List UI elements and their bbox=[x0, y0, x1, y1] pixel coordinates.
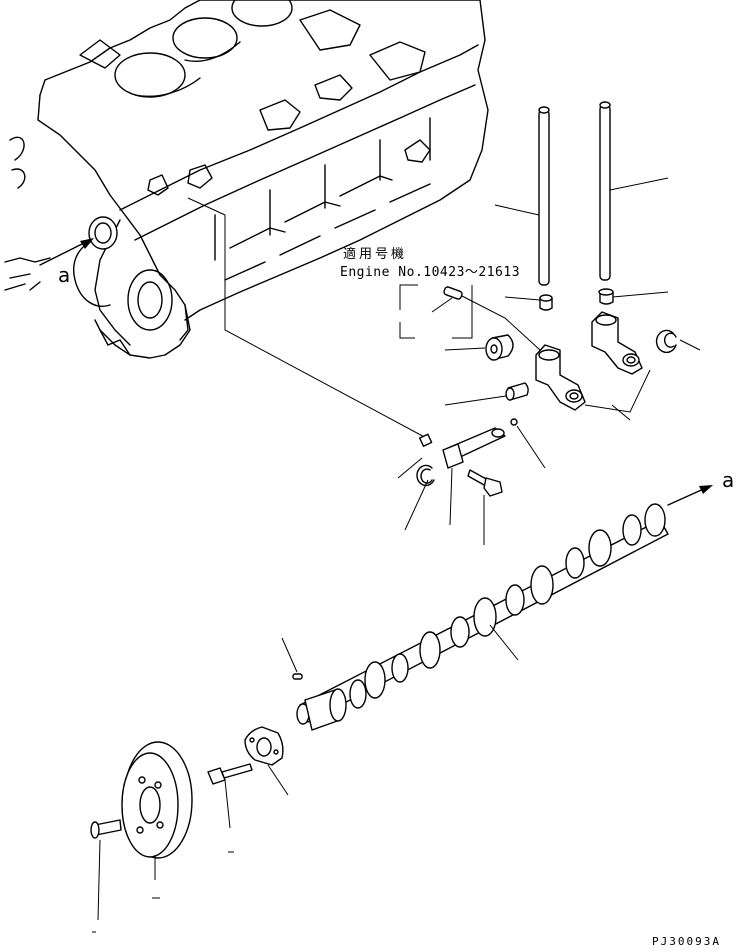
tappet-cap-left bbox=[504, 294, 553, 311]
key bbox=[281, 637, 303, 680]
circlip-left bbox=[397, 457, 435, 531]
view-marker-right: a bbox=[722, 468, 735, 492]
gear-bolt bbox=[90, 819, 122, 921]
rocker-arm-right bbox=[584, 311, 651, 421]
camshaft bbox=[296, 503, 669, 731]
rocker-arm-left bbox=[535, 344, 586, 411]
leader-block-to-pin bbox=[187, 197, 433, 447]
roller bbox=[444, 334, 514, 361]
push-rod-right bbox=[599, 101, 669, 281]
applicability-title: 適用号機 bbox=[343, 247, 408, 262]
applicability-serial: Engine No.10423～21613 bbox=[340, 265, 521, 280]
rocker-pin bbox=[444, 382, 529, 406]
view-arrow-right bbox=[667, 485, 713, 506]
ball bbox=[510, 418, 546, 469]
engine-block bbox=[4, 0, 489, 359]
view-marker-left: a bbox=[58, 263, 71, 287]
push-rod-left bbox=[494, 106, 550, 286]
drawing-code: PJ30093A bbox=[652, 935, 721, 948]
tappet-cap-right bbox=[598, 288, 669, 305]
rocker-bolt bbox=[467, 469, 503, 545]
circlip-right bbox=[655, 329, 701, 354]
rocker-shaft bbox=[442, 427, 506, 526]
thrust-plate bbox=[244, 726, 289, 796]
cam-gear bbox=[121, 741, 193, 880]
applicability-box bbox=[399, 284, 541, 351]
view-arrow-left bbox=[39, 238, 94, 266]
thrust-bolt bbox=[207, 763, 253, 829]
